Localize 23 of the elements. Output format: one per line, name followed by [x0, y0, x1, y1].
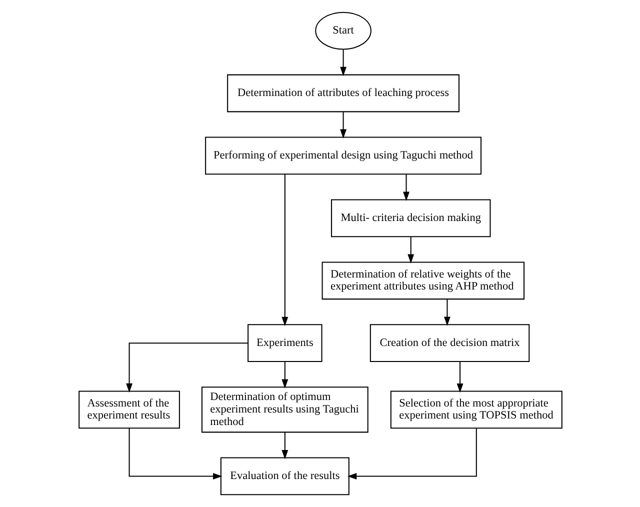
node-box: Selection of the most appropriate experiment using TOPSIS method [390, 390, 562, 429]
node-box: Multi- criteria decision making [330, 199, 490, 238]
arrow [340, 112, 346, 139]
arrow [126, 342, 248, 393]
arrow [402, 174, 409, 201]
node-box: Assessment of the experiment results [78, 390, 180, 429]
node-ellipse: Start [314, 12, 371, 50]
arrow [281, 362, 288, 388]
arrow [407, 236, 414, 264]
node-box: Determination of optimum experiment results using Taguchi method [200, 386, 368, 433]
node-box: Creation of the decision matrix [369, 324, 530, 362]
node-box: Evaluation of the results [220, 457, 349, 496]
arrow [340, 50, 346, 76]
node-box: Determination of relative weights of the experiment attributes using AHP method [321, 262, 524, 300]
node-box: Experiments [247, 324, 322, 362]
arrow [281, 174, 288, 326]
arrow [443, 299, 450, 326]
arrow [346, 428, 476, 480]
arrow [281, 432, 288, 460]
arrow [128, 428, 222, 480]
node-box: Performing of experimental design using Taguchi method [204, 136, 482, 175]
arrow [456, 362, 463, 393]
node-box: Determination of attributes of leaching process [226, 74, 459, 112]
